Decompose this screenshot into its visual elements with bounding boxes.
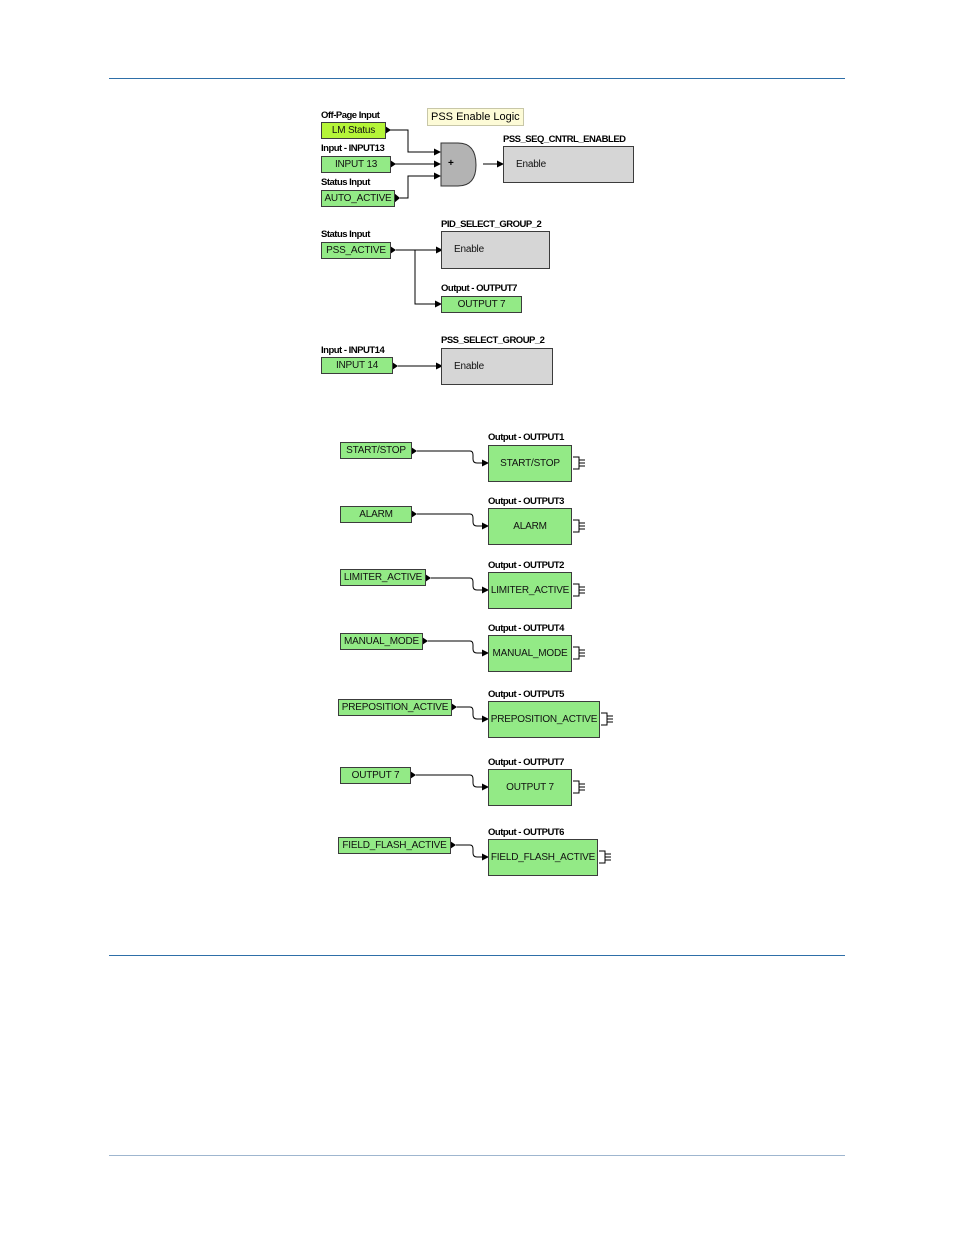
pss-seq-cntrl-block[interactable]: Enable — [503, 146, 634, 183]
label-pss-select-group: PSS_SELECT_GROUP_2 — [441, 335, 545, 346]
wire-out-2 — [417, 513, 489, 530]
output7-block[interactable]: OUTPUT 7 — [441, 296, 522, 313]
label-pid-select-group: PID_SELECT_GROUP_2 — [441, 219, 542, 230]
wire-out-1 — [417, 450, 489, 467]
label-pss-seq-cntrl: PSS_SEQ_CNTRL_ENABLED — [503, 134, 626, 145]
wire-pss-active-output — [408, 249, 442, 308]
wire-auto-active — [400, 172, 441, 199]
enable-port-label: Enable — [454, 244, 484, 255]
label-output6: Output - OUTPUT6 — [488, 827, 564, 838]
wire-out-3 — [431, 577, 489, 594]
enable-port-label: Enable — [516, 158, 546, 170]
label-output7-b: Output - OUTPUT7 — [488, 757, 564, 768]
label-status-input-1: Status Input — [321, 177, 370, 188]
lm-status-block[interactable]: LM Status — [321, 122, 386, 139]
source-manual-mode[interactable]: MANUAL_MODE — [340, 633, 423, 650]
output-alarm[interactable]: ALARM — [488, 508, 572, 545]
label-output4: Output - OUTPUT4 — [488, 623, 564, 634]
label-status-input-2: Status Input — [321, 229, 370, 240]
input13-block[interactable]: INPUT 13 — [321, 156, 391, 173]
logic-gate — [440, 142, 477, 187]
pss-select-group-block[interactable]: Enable — [441, 348, 553, 385]
bottom-rule — [109, 955, 845, 956]
label-output1: Output - OUTPUT1 — [488, 432, 564, 443]
wire-out-5 — [457, 706, 489, 723]
output-output7[interactable]: OUTPUT 7 — [488, 769, 572, 806]
label-output2: Output - OUTPUT2 — [488, 560, 564, 571]
pss-active-block[interactable]: PSS_ACTIVE — [321, 242, 391, 259]
terminal-glyphs — [573, 456, 613, 864]
source-limiter-active[interactable]: LIMITER_ACTIVE — [340, 569, 426, 586]
label-output3: Output - OUTPUT3 — [488, 496, 564, 507]
tooltip-pss-enable-logic: PSS Enable Logic — [427, 108, 524, 126]
label-offpage-input: Off-Page Input — [321, 110, 380, 121]
output-limiter-active[interactable]: LIMITER_ACTIVE — [488, 572, 572, 609]
label-output5: Output - OUTPUT5 — [488, 689, 564, 700]
wire-out-6 — [416, 774, 489, 791]
source-output7[interactable]: OUTPUT 7 — [340, 767, 411, 784]
top-rule — [109, 78, 845, 79]
output-start-stop[interactable]: START/STOP — [488, 445, 572, 482]
label-input13: Input - INPUT13 — [321, 143, 385, 154]
enable-port-label: Enable — [454, 360, 484, 372]
wire-out-7 — [456, 844, 489, 861]
input14-block[interactable]: INPUT 14 — [321, 357, 393, 374]
output-preposition-active[interactable]: PREPOSITION_ACTIVE — [488, 701, 600, 738]
footer-rule — [109, 1155, 845, 1156]
gate-symbol: + — [448, 158, 454, 169]
source-field-flash-active[interactable]: FIELD_FLASH_ACTIVE — [338, 837, 451, 854]
output-field-flash-active[interactable]: FIELD_FLASH_ACTIVE — [488, 839, 598, 876]
port-markers — [385, 126, 457, 849]
output-manual-mode[interactable]: MANUAL_MODE — [488, 635, 572, 672]
source-preposition-active[interactable]: PREPOSITION_ACTIVE — [338, 699, 452, 716]
pid-select-group-block[interactable]: Enable — [441, 231, 550, 269]
auto-active-block[interactable]: AUTO_ACTIVE — [321, 190, 395, 207]
wire-out-4 — [428, 640, 489, 657]
wire-lm-status — [390, 129, 441, 156]
source-alarm[interactable]: ALARM — [340, 506, 412, 523]
source-start-stop[interactable]: START/STOP — [340, 442, 412, 459]
label-input14: Input - INPUT14 — [321, 345, 385, 356]
label-output7: Output - OUTPUT7 — [441, 283, 517, 294]
